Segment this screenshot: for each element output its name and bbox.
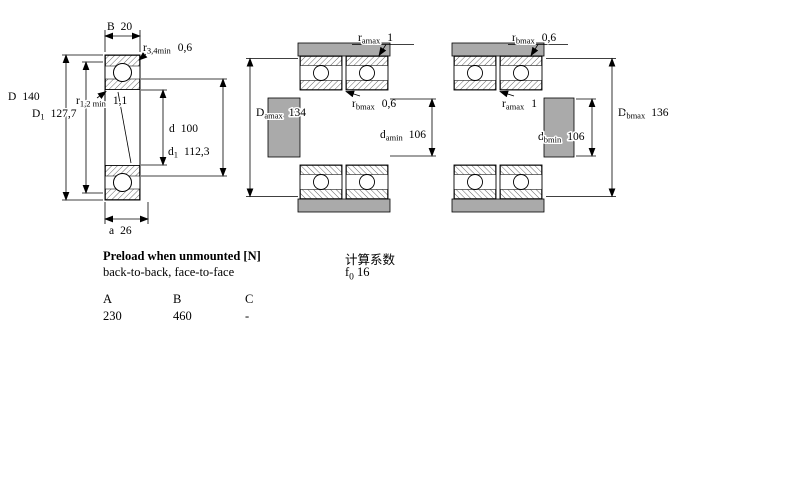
column-header-A: A (103, 292, 113, 306)
bearing-section-top-left (453, 55, 497, 91)
shaft-shoulder (267, 97, 301, 158)
shaft-shoulder (543, 97, 575, 158)
ball-top (113, 63, 132, 82)
calc-factor-title: 计算系数 (345, 253, 396, 267)
bearing-section-top-left (299, 55, 343, 91)
f0-value: 16 (357, 265, 370, 279)
f0-subscript: 0 (349, 272, 354, 283)
value-A: 230 (103, 309, 122, 323)
preload-title: Preload when unmounted [N] (103, 249, 261, 263)
housing-top (451, 42, 545, 57)
column-header-B: B (173, 292, 182, 306)
bearing-cross-section (104, 54, 141, 201)
bearing-section-bottom-right (499, 164, 543, 200)
bearing-section-bottom-left (453, 164, 497, 200)
housing-top (297, 42, 391, 57)
bearing-section-top-right (345, 55, 389, 91)
bearing-section-bottom-right (345, 164, 389, 200)
f0-symbol: f (345, 265, 350, 279)
value-B: 460 (173, 309, 192, 323)
housing-bottom (297, 198, 391, 213)
bearing-section-bottom-left (299, 164, 343, 200)
housing-bottom (451, 198, 545, 213)
value-C: - (245, 309, 250, 323)
preload-subtitle: back-to-back, face-to-face (103, 265, 235, 279)
bearing-section-top-right (499, 55, 543, 91)
calc-factor-f0: f0 16 (345, 265, 370, 283)
contact-angle-line (117, 91, 132, 164)
ball-bottom (113, 173, 132, 192)
column-header-C: C (245, 292, 254, 306)
